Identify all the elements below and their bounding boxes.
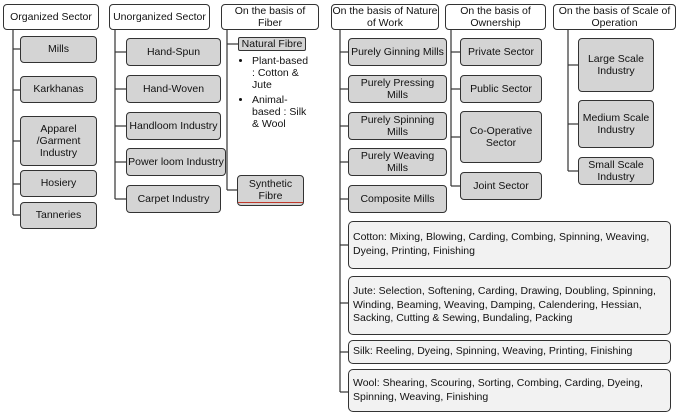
process-wool: Wool: Shearing, Scouring, Sorting, Combi… [348, 369, 671, 412]
node-tanneries: Tanneries [20, 202, 97, 229]
animal-based-fibre: Animal-based : Silk & Wool [252, 94, 310, 130]
node-composite-mills: Composite Mills [348, 185, 447, 213]
node-medium-scale-industry: Medium Scale Industry [578, 100, 654, 148]
node-small-scale-industry: Small Scale Industry [578, 157, 654, 185]
node-purely-pressing-mills: Purely Pressing Mills [348, 75, 447, 103]
header-unorganized-sector: Unorganized Sector [109, 4, 210, 30]
node-co-operative-sector: Co-Operative Sector [460, 111, 542, 163]
node-hosiery: Hosiery [20, 170, 97, 197]
node-carpet-industry: Carpet Industry [126, 185, 221, 213]
process-cotton: Cotton: Mixing, Blowing, Carding, Combin… [348, 221, 671, 269]
node-karkhanas: Karkhanas [20, 76, 97, 103]
node-hand-spun: Hand-Spun [126, 38, 221, 66]
process-silk: Silk: Reeling, Dyeing, Spinning, Weaving… [348, 340, 671, 364]
synthetic-fibre-label: Synthetic Fibre [238, 178, 303, 204]
node-purely-ginning-mills: Purely Ginning Mills [348, 38, 447, 66]
node-natural-fibre: Natural Fibre [238, 37, 306, 51]
header-scale-of-operation: On the basis of Scale of Operation [553, 4, 676, 30]
node-synthetic-fibre: Synthetic Fibre [237, 175, 304, 206]
natural-fibre-types: Plant-based : Cotton & Jute Animal-based… [238, 55, 310, 133]
node-power-loom-industry: Power loom Industry [126, 148, 226, 176]
node-purely-weaving-mills: Purely Weaving Mills [348, 148, 447, 176]
plant-based-fibre: Plant-based : Cotton & Jute [252, 55, 310, 91]
header-nature-of-work: On the basis of Nature of Work [331, 4, 439, 30]
node-purely-spinning-mills: Purely Spinning Mills [348, 112, 447, 140]
node-hand-woven: Hand-Woven [126, 75, 221, 103]
node-large-scale-industry: Large Scale Industry [578, 38, 654, 92]
node-public-sector: Public Sector [460, 75, 542, 103]
node-apparel-garment-industry: Apparel /Garment Industry [20, 116, 97, 166]
node-joint-sector: Joint Sector [460, 172, 542, 200]
node-mills: Mills [20, 36, 97, 63]
header-basis-of-fiber: On the basis of Fiber [221, 4, 319, 30]
process-jute: Jute: Selection, Softening, Carding, Dra… [348, 276, 671, 335]
header-organized-sector: Organized Sector [3, 4, 99, 30]
node-private-sector: Private Sector [460, 38, 542, 66]
header-basis-of-ownership: On the basis of Ownership [445, 4, 546, 30]
node-handloom-industry: Handloom Industry [126, 112, 221, 140]
